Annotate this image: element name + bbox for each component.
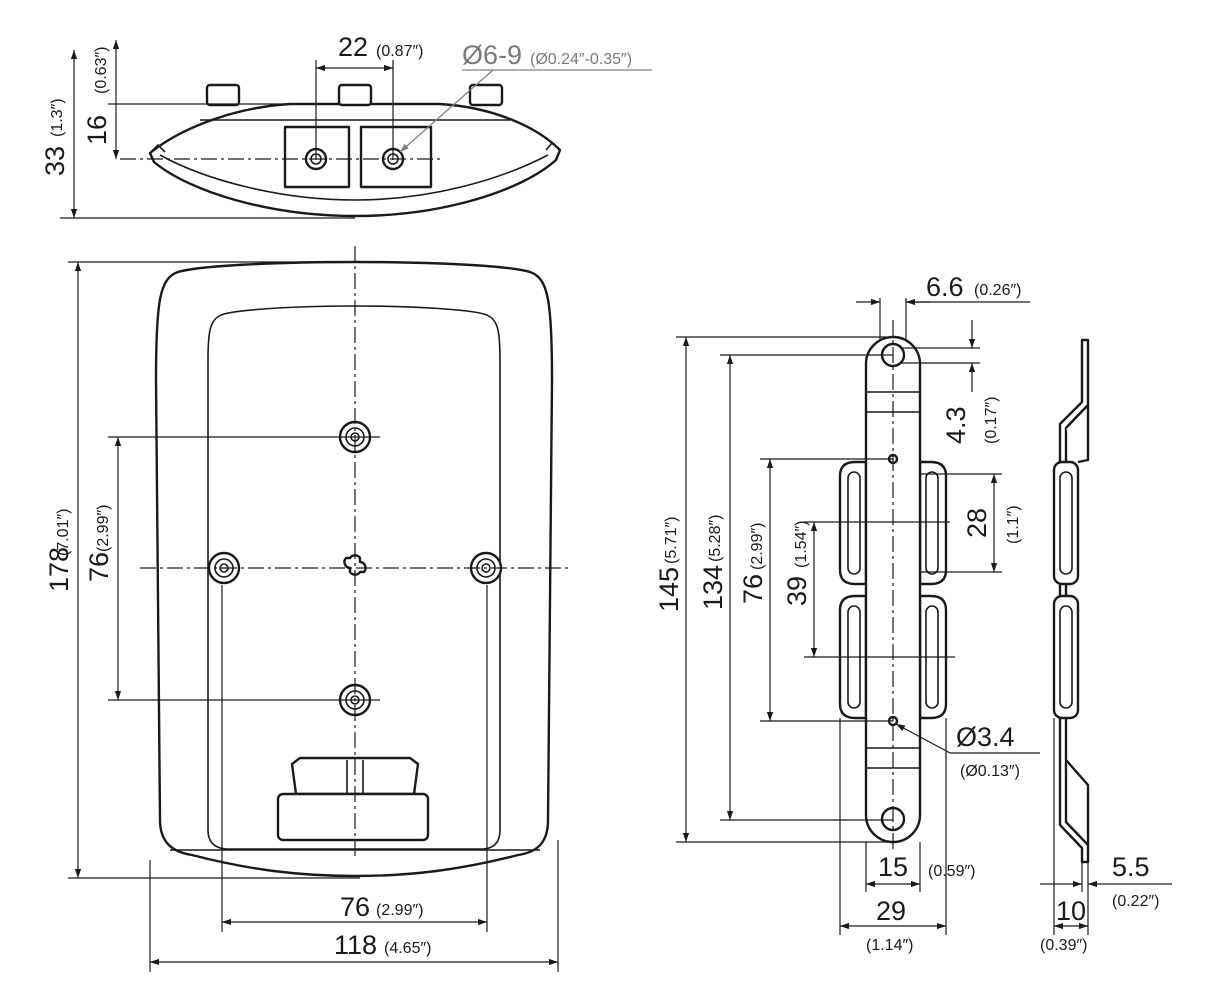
bracket-pad-spacing: 39 xyxy=(782,576,812,606)
top-view-inner-curve xyxy=(159,154,549,201)
front-width-inch: (4.65″) xyxy=(384,940,431,957)
side-view: 10 (0.39″) 5.5 (0.22″) xyxy=(1040,338,1172,954)
thread-size-inch: (Ø0.24″-0.35″) xyxy=(530,51,632,68)
bracket-hole-spacing: 76 xyxy=(738,574,768,604)
top-hole-spacing-inch: (0.87″) xyxy=(376,43,423,60)
bracket-pad-right-upper xyxy=(918,460,948,586)
top-boss-right xyxy=(468,83,504,107)
top-hole-spacing: 22 xyxy=(338,32,368,62)
bracket-total-length-inch: (5.71″) xyxy=(663,517,680,564)
bracket-pad-spacing-inch: (1.54″) xyxy=(793,521,810,568)
front-view: 178 (7.01″) 76 (2.99″) 76 (2.99″) 118 (4… xyxy=(44,246,570,972)
bracket-slot-spacing: 134 xyxy=(698,565,728,610)
side-pad-lower xyxy=(1052,594,1080,720)
bracket-total-length: 145 xyxy=(654,567,684,612)
top-hole-height: 16 xyxy=(82,115,112,145)
bracket-slot-spacing-inch: (5.28″) xyxy=(707,515,724,562)
side-offset: 5.5 xyxy=(1112,852,1150,882)
bracket-strip-width: 15 xyxy=(878,852,908,882)
side-depth-inch: (0.39″) xyxy=(1040,937,1087,954)
bracket-pad-length: 28 xyxy=(962,508,992,538)
bracket-pad-width-inch: (1.14″) xyxy=(866,937,913,954)
top-view-lip xyxy=(149,141,561,154)
bracket-strip-width-inch: (0.59″) xyxy=(928,863,975,880)
bracket-pad-left-upper xyxy=(838,460,868,586)
top-total-height: 33 xyxy=(40,146,70,176)
slot-length-inch: (0.17″) xyxy=(983,397,1000,444)
front-vertical-spacing: 76 xyxy=(84,552,114,582)
bracket-pad-length-inch: (1.1″) xyxy=(1005,505,1022,544)
front-horizontal-spacing-inch: (2.99″) xyxy=(376,902,423,919)
thread-size: Ø6-9 xyxy=(462,40,522,70)
front-horizontal-spacing: 76 xyxy=(340,892,370,922)
top-boss-center xyxy=(337,83,373,107)
slot-length: 4.3 xyxy=(941,406,971,444)
bracket-pad-width: 29 xyxy=(876,896,906,926)
bracket-hole-diameter-inch: (Ø0.13″) xyxy=(960,763,1020,780)
top-view: 22 (0.87″) 33 (1.3″) 16 (0.63″) Ø6-9 (Ø0… xyxy=(40,32,652,219)
bracket-view: 6.6 (0.26″) 4.3 (0.17″) 145 (5.71″) 134 … xyxy=(654,272,1040,954)
front-height-inch: (7.01″) xyxy=(55,509,72,556)
front-height: 178 xyxy=(44,547,74,592)
front-knob-base xyxy=(276,792,430,842)
front-vertical-spacing-inch: (2.99″) xyxy=(95,505,112,552)
top-total-height-inch: (1.3″) xyxy=(49,98,66,137)
side-offset-inch: (0.22″) xyxy=(1112,893,1159,910)
front-width: 118 xyxy=(334,930,377,960)
bracket-hole-diameter: Ø3.4 xyxy=(956,722,1015,752)
slot-width: 6.6 xyxy=(926,272,964,302)
top-boss-left xyxy=(205,83,241,107)
top-hole-height-inch: (0.63″) xyxy=(93,47,110,94)
side-depth: 10 xyxy=(1056,896,1086,926)
side-pad-upper xyxy=(1052,460,1080,586)
bracket-hole-spacing-inch: (2.99″) xyxy=(749,523,766,570)
slot-width-inch: (0.26″) xyxy=(974,282,1021,299)
